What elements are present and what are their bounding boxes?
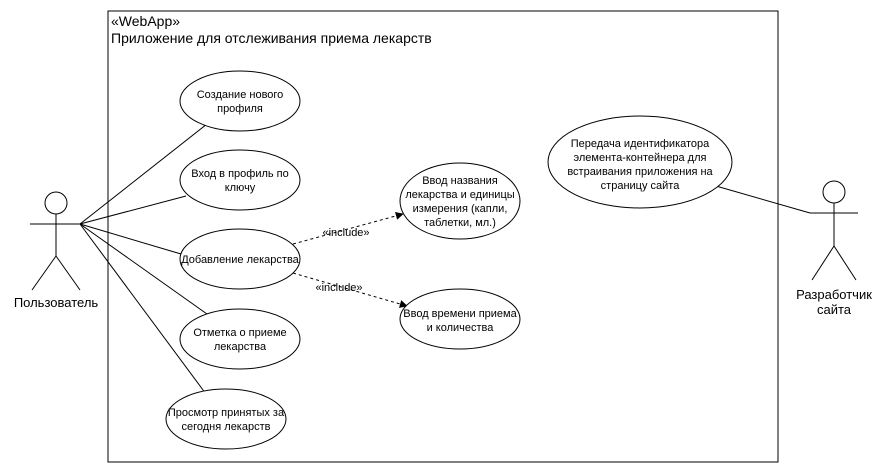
system-stereotype: «WebApp» xyxy=(111,13,180,29)
usecase-view-today-line2: сегодня лекарств xyxy=(182,421,271,433)
usecase-enter-name-unit-line2: лекарства и единицы xyxy=(405,189,514,201)
usecase-create-profile-line2: профиля xyxy=(217,103,263,115)
include-label-1: «include» xyxy=(322,227,369,239)
usecase-enter-name-unit-line3: измерения (капли, xyxy=(413,203,508,215)
actor-user-head xyxy=(44,191,68,215)
assoc-developer-pass-container xyxy=(715,185,811,214)
usecase-create-profile[interactable]: Создание нового профиля xyxy=(179,70,301,132)
usecase-login-key-line1: Вход в профиль по xyxy=(191,168,289,180)
usecase-pass-container-id-line2: элемента-контейнера для xyxy=(574,152,707,164)
include-arrow-name-unit xyxy=(292,212,404,245)
actor-developer[interactable]: Разработчик сайта xyxy=(796,180,872,317)
assoc-user-view-today xyxy=(79,223,207,395)
usecase-pass-container-id-line4: страницу сайта xyxy=(601,180,681,192)
include-label-2: «include» xyxy=(315,282,362,294)
usecase-pass-container-id-line3: встраивания приложения на xyxy=(567,166,713,178)
system-boundary xyxy=(107,10,779,463)
usecase-mark-intake-line2: лекарства xyxy=(214,341,267,353)
usecase-enter-name-unit[interactable]: Ввод названия лекарства и единицы измере… xyxy=(399,162,521,240)
actor-developer-head xyxy=(822,180,846,204)
actor-developer-label-line2: сайта xyxy=(817,302,852,317)
usecase-enter-time-qty-line2: и количества xyxy=(427,322,495,334)
include-arrow-time-qty xyxy=(292,272,408,308)
assoc-user-add-medicine xyxy=(79,223,182,255)
actor-user[interactable]: Пользователь xyxy=(14,191,99,310)
usecase-enter-time-qty[interactable]: Ввод времени приема и количества xyxy=(399,288,521,350)
usecase-pass-container-id-line1: Передача идентификатора xyxy=(571,138,710,150)
usecase-pass-container-id[interactable]: Передача идентификатора элемента-контейн… xyxy=(547,115,733,209)
system-title: Приложение для отслеживания приема лекар… xyxy=(111,30,432,46)
usecase-create-profile-line1: Создание нового xyxy=(197,89,284,101)
usecase-login-key-line2: ключу xyxy=(225,182,256,194)
actor-developer-label-line1: Разработчик xyxy=(796,287,872,302)
actor-user-label: Пользователь xyxy=(14,295,99,310)
usecase-enter-name-unit-line4: таблетки, мл.) xyxy=(424,217,496,229)
assoc-user-login-key xyxy=(79,195,187,225)
usecase-enter-time-qty-line1: Ввод времени приема xyxy=(403,308,517,320)
usecase-view-today-line1: Просмотр принятых за xyxy=(168,407,285,419)
assoc-user-mark-intake xyxy=(79,223,208,315)
usecase-add-medicine[interactable]: Добавление лекарства xyxy=(179,228,301,290)
usecase-login-key[interactable]: Вход в профиль по ключу xyxy=(179,149,301,211)
usecase-enter-name-unit-line1: Ввод названия xyxy=(422,175,498,187)
assoc-user-create-profile xyxy=(79,123,208,225)
usecase-mark-intake-line1: Отметка о приеме xyxy=(193,327,286,339)
usecase-mark-intake[interactable]: Отметка о приеме лекарства xyxy=(179,308,301,370)
usecase-add-medicine-line1: Добавление лекарства xyxy=(181,254,299,266)
usecase-view-today[interactable]: Просмотр принятых за сегодня лекарств xyxy=(165,388,287,450)
